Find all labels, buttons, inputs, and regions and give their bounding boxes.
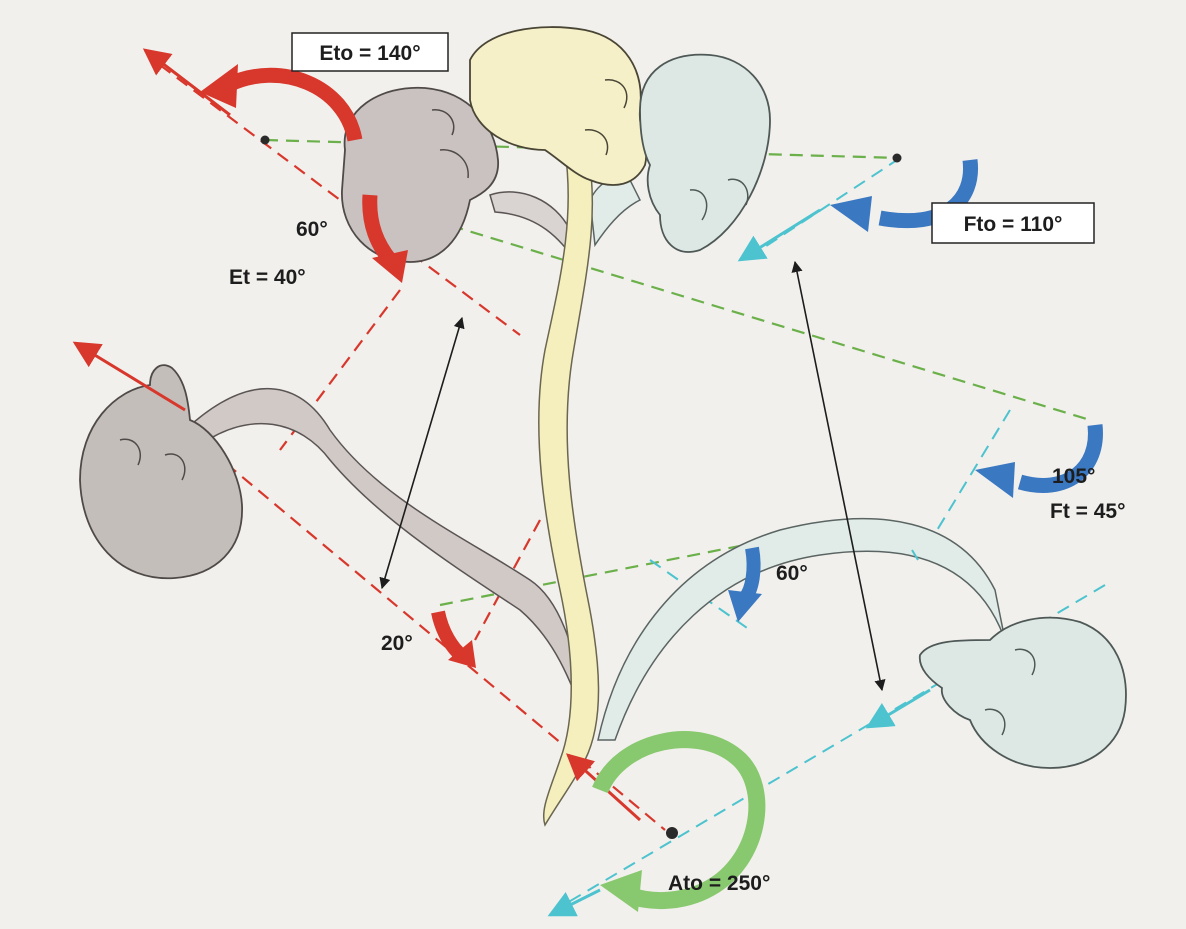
svg-text:Fto = 110°: Fto = 110° [964,213,1063,236]
label-eto: Eto = 140° [292,33,448,71]
label-extension-60: 60° [296,218,328,241]
label-et: Et = 40° [229,266,306,289]
svg-text:Eto = 140°: Eto = 140° [319,42,420,65]
label-ft: Ft = 45° [1050,500,1126,523]
label-flexion-105: 105° [1052,465,1095,488]
label-ato: Ato = 250° [668,872,770,895]
label-flexion-60: 60° [776,562,808,585]
label-extension-20: 20° [381,632,413,655]
label-fto: Fto = 110° [932,203,1094,243]
